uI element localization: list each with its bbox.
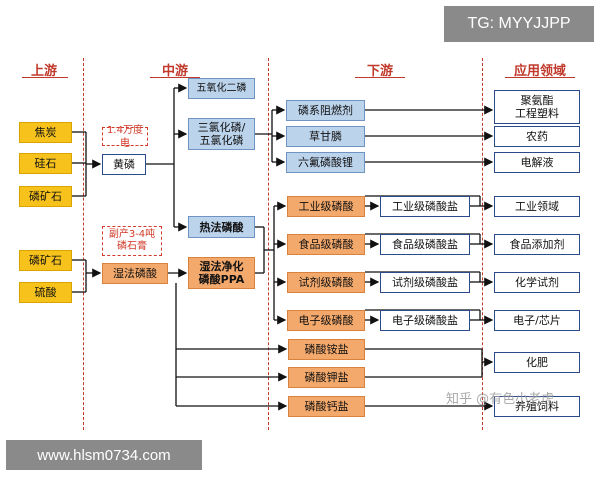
header-upstream-underline xyxy=(22,77,68,78)
upstream-phosphate-rock-2: 磷矿石 xyxy=(19,250,72,271)
app-electrolyte: 电解液 xyxy=(494,152,580,173)
divider-upstream-midstream xyxy=(83,58,84,430)
purified-phosphoric-acid-ppa: 湿法净化 磷酸PPA xyxy=(188,257,255,289)
electronic-grade-acid: 电子级磷酸 xyxy=(287,310,365,331)
header-downstream-underline xyxy=(355,77,405,78)
calcium-phosphate: 磷酸钙盐 xyxy=(288,396,365,417)
divider-midstream-downstream xyxy=(268,58,269,430)
upstream-coke: 焦炭 xyxy=(19,122,72,143)
app-polyurethane-plastics: 聚氨酯 工程塑料 xyxy=(494,90,580,124)
reagent-grade-acid: 试剂级磷酸 xyxy=(287,272,365,293)
app-chemical-reagent: 化学试剂 xyxy=(494,272,580,293)
header-downstream: 下游 xyxy=(366,64,393,79)
upstream-phosphate-rock-1: 磷矿石 xyxy=(19,186,72,207)
byproduct-note: 副产3-4吨 磷石膏 xyxy=(102,226,162,256)
food-grade-salt: 食品级磷酸盐 xyxy=(380,234,470,255)
food-grade-acid: 食品级磷酸 xyxy=(287,234,365,255)
header-upstream: 上游 xyxy=(30,64,57,79)
phosphorus-pentoxide: 五氧化二磷 xyxy=(188,78,255,99)
watermark-top-right: TG: MYYJJPP xyxy=(444,6,594,42)
industrial-grade-acid: 工业级磷酸 xyxy=(287,196,365,217)
thermal-phosphoric-acid: 热法磷酸 xyxy=(188,216,255,238)
potassium-phosphate: 磷酸钾盐 xyxy=(288,367,365,388)
header-application: 应用领域 xyxy=(513,64,566,79)
electronic-grade-salt: 电子级磷酸盐 xyxy=(380,310,470,331)
reagent-grade-salt: 试剂级磷酸盐 xyxy=(380,272,470,293)
app-industrial-field: 工业领域 xyxy=(494,196,580,217)
upstream-sulfuric-acid: 硫酸 xyxy=(19,282,72,303)
app-fertilizer: 化肥 xyxy=(494,352,580,373)
glyphosate: 草甘膦 xyxy=(286,126,365,147)
app-electronics-chips: 电子/芯片 xyxy=(494,310,580,331)
electricity-note: 1.4万度电 xyxy=(102,125,148,149)
ammonium-phosphate: 磷酸铵盐 xyxy=(288,339,365,360)
upstream-silica: 硅石 xyxy=(19,153,72,174)
wet-phosphoric-acid: 湿法磷酸 xyxy=(102,263,168,284)
watermark-bottom-left: www.hlsm0734.com xyxy=(6,440,202,470)
pcl3-pcl5: 三氯化磷/ 五氯化磷 xyxy=(188,118,255,150)
header-midstream: 中游 xyxy=(161,64,188,79)
flame-retardant: 磷系阻燃剂 xyxy=(286,100,365,121)
app-pesticide: 农药 xyxy=(494,126,580,147)
industrial-grade-salt: 工业级磷酸盐 xyxy=(380,196,470,217)
watermark-zhihu: 知乎 @有色小老虎 xyxy=(446,392,555,407)
lithium-hexafluorophosphate: 六氟磷酸锂 xyxy=(286,152,365,173)
header-midstream-underline xyxy=(150,77,200,78)
app-food-additive: 食品添加剂 xyxy=(494,234,580,255)
header-application-underline xyxy=(505,77,575,78)
app-feed-additive: 养殖饲料 xyxy=(494,396,580,417)
yellow-phosphorus: 黄磷 xyxy=(102,154,146,175)
